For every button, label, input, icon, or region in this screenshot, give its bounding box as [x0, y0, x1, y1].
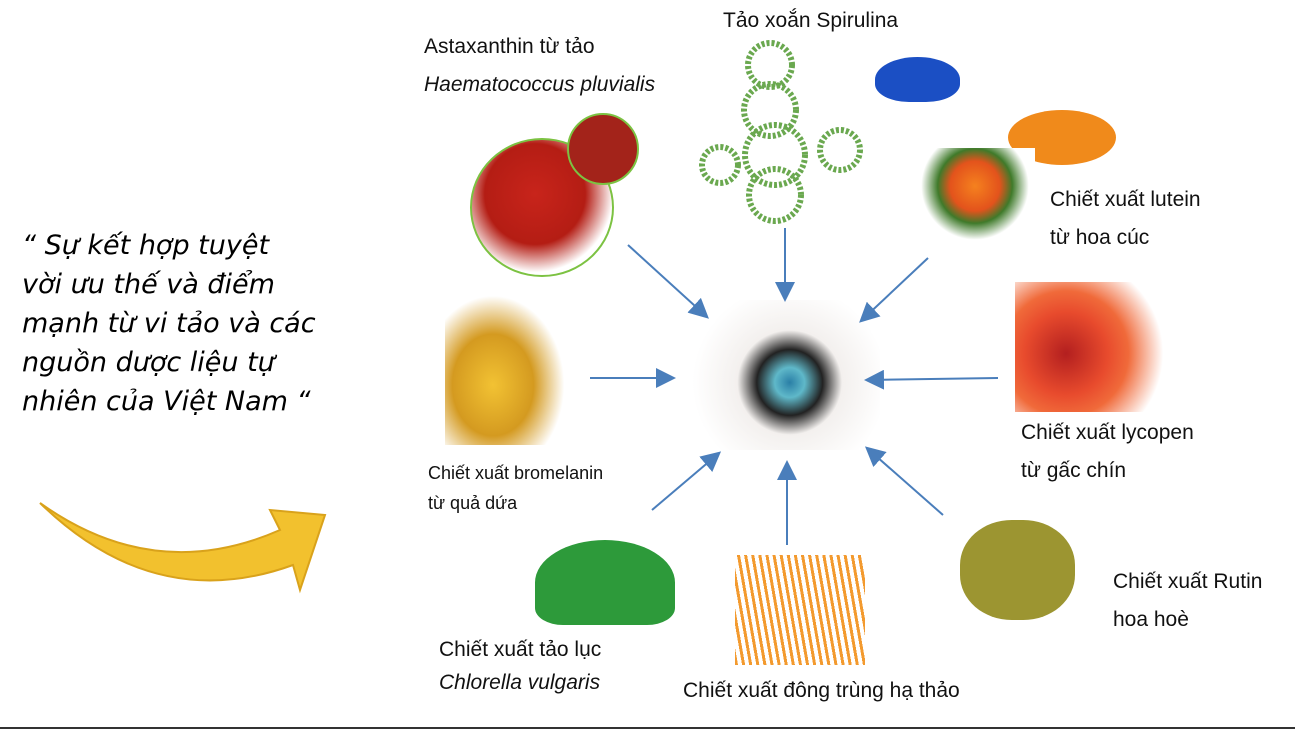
- gac-fruit-image: [1015, 282, 1185, 412]
- label-line: Tảo xoắn Spirulina: [723, 9, 899, 32]
- label-line: từ hoa cúc: [1050, 226, 1150, 249]
- quote-line: nguồn dược liệu tự: [22, 347, 275, 378]
- label-line: Chlorella vulgaris: [439, 671, 601, 694]
- label-line: Chiết xuất bromelanin: [428, 463, 604, 483]
- quote-line: vời ưu thế và điểm: [22, 269, 275, 300]
- pineapple-image: [445, 295, 565, 445]
- spirulina-image: [699, 40, 863, 224]
- label-line: từ gấc chín: [1021, 459, 1127, 482]
- chlorella-powder-image: [535, 540, 675, 625]
- rutin-herb-image: [960, 520, 1075, 620]
- eye-image: [665, 300, 880, 450]
- arrow: [864, 446, 944, 516]
- rutin-label: Chiết xuất Rutin hoa hoè: [1113, 563, 1262, 639]
- quote-line: “ Sự kết hợp tuyệt: [22, 230, 270, 261]
- lutein-label: Chiết xuất lutein từ hoa cúc: [1050, 181, 1201, 257]
- astaxanthin-powder-image: [567, 113, 639, 185]
- label-line: Chiết xuất Rutin: [1113, 570, 1263, 593]
- marigold-image: [915, 148, 1035, 243]
- label-line: Haematococcus pluvialis: [424, 73, 656, 96]
- label-line: Chiết xuất đông trùng hạ thảo: [683, 679, 960, 702]
- quote-line: nhiên của Việt Nam “: [22, 386, 311, 417]
- bromelanin-label: Chiết xuất bromelanin từ quả dứa: [428, 458, 603, 518]
- quote-line: mạnh từ vi tảo và các: [22, 308, 316, 339]
- label-line: Chiết xuất lutein: [1050, 188, 1201, 211]
- arrow: [627, 244, 709, 319]
- cordyceps-image: [735, 555, 865, 665]
- label-line: Chiết xuất tảo lục: [439, 638, 602, 661]
- label-line: Astaxanthin từ tảo: [424, 35, 595, 58]
- lycopen-label: Chiết xuất lycopen từ gấc chín: [1021, 414, 1194, 490]
- arrow: [651, 451, 722, 511]
- label-line: hoa hoè: [1113, 608, 1189, 631]
- label-line: Chiết xuất lycopen: [1021, 421, 1194, 444]
- arrow: [864, 369, 999, 390]
- quote-text: “ Sự kết hợp tuyệt vời ưu thế và điểm mạ…: [22, 226, 422, 421]
- label-line: từ quả dứa: [428, 493, 518, 513]
- divider: [0, 727, 1295, 729]
- blue-powder-image: [875, 57, 960, 102]
- spirulina-label: Tảo xoắn Spirulina: [723, 2, 898, 40]
- curved-arrow-icon: [39, 502, 327, 594]
- arrow: [859, 257, 929, 323]
- cordyceps-label: Chiết xuất đông trùng hạ thảo: [683, 672, 960, 710]
